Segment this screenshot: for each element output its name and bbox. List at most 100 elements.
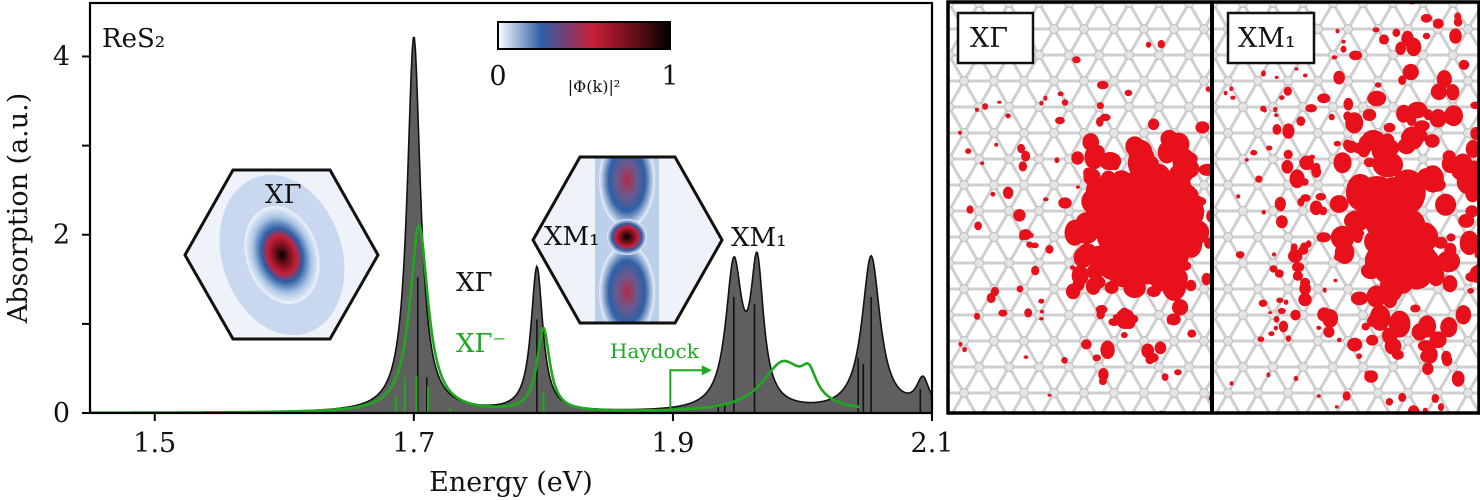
density-lobe bbox=[1335, 28, 1340, 34]
lattice-atom bbox=[1328, 258, 1338, 268]
lattice-atom bbox=[1463, 24, 1473, 34]
lattice-bond bbox=[1037, 340, 1056, 368]
lattice-atom bbox=[1313, 76, 1323, 86]
lattice-atom bbox=[915, 155, 924, 164]
lattice-bond bbox=[1271, 236, 1290, 264]
lattice-bond bbox=[1009, 419, 1024, 445]
density-lobe bbox=[1366, 315, 1377, 327]
lattice-atom bbox=[1463, 76, 1473, 86]
lattice-atom bbox=[930, 77, 939, 86]
density-lobe bbox=[1374, 203, 1379, 208]
lattice-bond bbox=[1007, 340, 1026, 368]
lattice-bond bbox=[1172, 106, 1191, 134]
lattice-bond bbox=[1213, 366, 1230, 394]
lattice-atom bbox=[1169, 336, 1179, 346]
density-lobe bbox=[1341, 39, 1346, 44]
density-lobe bbox=[1322, 287, 1327, 293]
lattice-bond bbox=[1213, 419, 1228, 445]
colorbar-min-label: 0 bbox=[489, 61, 506, 92]
lattice-bond bbox=[1067, 366, 1086, 394]
lattice-bond bbox=[1161, 392, 1176, 412]
lattice-atom bbox=[959, 284, 969, 294]
lattice-atom bbox=[1223, 284, 1233, 294]
lattice-bond bbox=[992, 106, 1011, 134]
lattice-atom bbox=[1344, 441, 1353, 450]
x-tick-label: 1.5 bbox=[133, 428, 176, 459]
lattice-atom bbox=[1223, 180, 1233, 190]
lattice-bond bbox=[1226, 184, 1245, 212]
lattice-atom bbox=[1049, 284, 1059, 294]
lattice-bond bbox=[1129, 445, 1144, 471]
density-lobe bbox=[1379, 177, 1409, 212]
y-tick-label: 0 bbox=[53, 398, 70, 429]
colorbar-gradient bbox=[497, 21, 671, 50]
lattice-atom bbox=[1328, 3, 1338, 8]
density-lobe bbox=[1415, 435, 1421, 440]
lattice-bond bbox=[1243, 419, 1258, 445]
lattice-bond bbox=[964, 419, 979, 445]
density-lobe bbox=[1459, 230, 1480, 256]
density-lobe bbox=[1410, 304, 1421, 313]
lattice-bond bbox=[1316, 158, 1335, 186]
lattice-atom bbox=[1238, 102, 1248, 112]
lattice-bond bbox=[1241, 366, 1260, 394]
density-lobe bbox=[1205, 86, 1211, 92]
lattice-bond bbox=[1022, 54, 1041, 82]
density-lobe bbox=[1268, 331, 1275, 337]
density-lobe bbox=[1347, 337, 1363, 352]
density-lobe bbox=[1271, 252, 1277, 257]
lattice-bond bbox=[1142, 314, 1161, 342]
lattice-bond bbox=[1316, 132, 1335, 160]
density-lobe bbox=[1458, 59, 1470, 70]
density-lobe bbox=[1229, 381, 1234, 386]
lattice-bond bbox=[1172, 80, 1191, 108]
lattice-bond bbox=[1331, 262, 1350, 290]
lattice-bond bbox=[1241, 236, 1260, 264]
lattice-bond bbox=[1112, 28, 1131, 56]
green-stick-lines bbox=[394, 375, 545, 413]
lattice-bond bbox=[962, 236, 981, 264]
density-lobe bbox=[1161, 268, 1187, 301]
lattice-atom bbox=[1374, 441, 1383, 450]
lattice-bond bbox=[1288, 445, 1303, 471]
lattice-atom bbox=[1005, 415, 1014, 424]
density-lobe bbox=[1391, 424, 1400, 433]
lattice-bond bbox=[949, 288, 966, 316]
lattice-bond bbox=[1202, 132, 1211, 149]
lattice-bond bbox=[1234, 419, 1249, 445]
lattice-atom bbox=[1125, 415, 1134, 424]
lattice-bond bbox=[1301, 80, 1320, 108]
lattice-bond bbox=[1187, 288, 1206, 316]
density-lobe bbox=[1054, 157, 1060, 164]
lattice-bond bbox=[992, 210, 1011, 238]
lattice-bond bbox=[1097, 3, 1116, 30]
lattice-bond bbox=[1466, 5, 1480, 30]
lattice-atom bbox=[1268, 362, 1278, 372]
lattice-bond bbox=[1052, 314, 1071, 342]
lattice-bond bbox=[1067, 54, 1086, 82]
lattice-bond bbox=[1142, 392, 1157, 412]
density-lobe bbox=[1456, 169, 1478, 194]
density-lobe bbox=[1440, 317, 1458, 338]
lattice-bond bbox=[1436, 392, 1451, 412]
density-lobe bbox=[1441, 354, 1453, 367]
density-lobe bbox=[1096, 102, 1104, 110]
lattice-bond bbox=[1241, 106, 1260, 134]
density-lobe bbox=[1178, 196, 1205, 228]
lattice-bond bbox=[949, 184, 966, 212]
lattice-atom bbox=[1064, 50, 1074, 60]
lattice-atom bbox=[989, 76, 999, 86]
lattice-bond bbox=[1436, 28, 1455, 56]
density-lobe bbox=[1388, 260, 1416, 284]
density-lobe bbox=[1258, 299, 1268, 307]
density-lobe bbox=[1016, 285, 1024, 293]
lattice-atom bbox=[1034, 362, 1044, 372]
lattice-bond bbox=[1303, 445, 1318, 471]
lattice-bond bbox=[962, 80, 981, 108]
lattice-bond bbox=[904, 55, 919, 81]
density-lobe bbox=[1198, 163, 1211, 176]
chart-title: ReS₂ bbox=[102, 24, 165, 54]
lattice-atom bbox=[930, 233, 939, 242]
lattice-atom bbox=[1253, 76, 1263, 86]
density-lobe bbox=[1435, 193, 1457, 216]
